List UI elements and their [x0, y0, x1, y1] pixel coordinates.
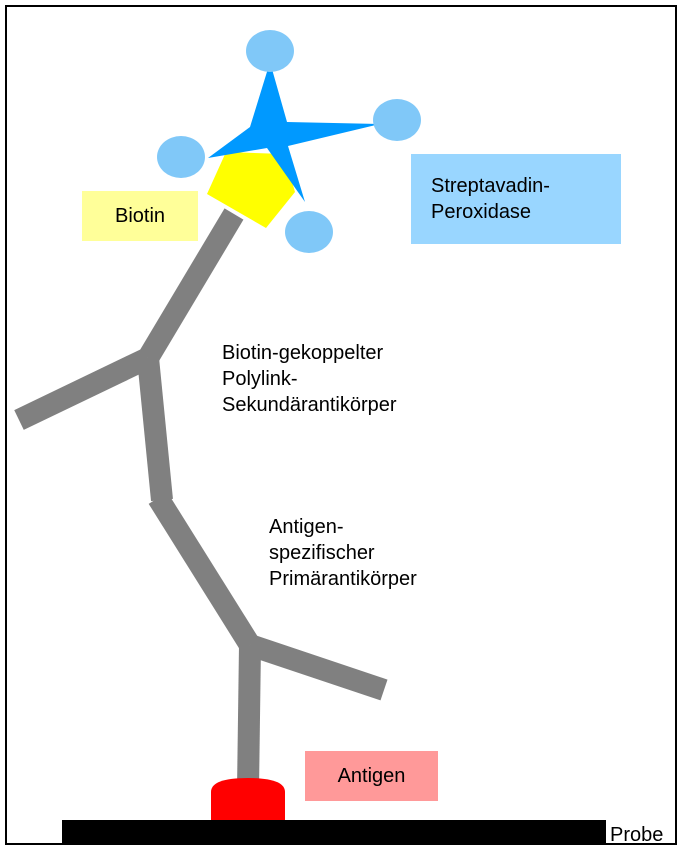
primary-label-line1: Antigen- — [269, 514, 417, 540]
antigen-label-box: Antigen — [305, 751, 438, 801]
biotin-label-box: Biotin — [82, 191, 198, 241]
primary-antibody-stem — [248, 645, 250, 790]
antigen-label: Antigen — [338, 763, 406, 789]
primary-antibody-right-arm — [250, 645, 384, 690]
secondary-label-line1: Biotin-gekoppelter — [222, 340, 397, 366]
antigen-shape — [211, 778, 285, 820]
primary-antibody-left-arm — [158, 498, 250, 645]
peroxidase-circle-top — [246, 30, 294, 72]
streptavidin-label-line2: Peroxidase — [431, 199, 531, 225]
secondary-antibody-stem — [148, 358, 162, 500]
primary-label-line3: Primärantikörper — [269, 566, 417, 592]
streptavidin-label-line1: Streptavadin- — [431, 173, 550, 199]
secondary-antibody-label: Biotin-gekoppelter Polylink- Sekundärant… — [222, 340, 397, 418]
primary-antibody-label: Antigen- spezifischer Primärantikörper — [269, 514, 417, 592]
sample-bar — [62, 820, 606, 844]
biotin-label: Biotin — [115, 203, 165, 229]
peroxidase-circle-right — [373, 99, 421, 141]
secondary-label-line2: Polylink- — [222, 366, 397, 392]
primary-label-line2: spezifischer — [269, 540, 417, 566]
secondary-label-line3: Sekundärantikörper — [222, 392, 397, 418]
peroxidase-circle-bottom — [285, 211, 333, 253]
peroxidase-circle-left — [157, 136, 205, 178]
streptavidin-label-box: Streptavadin- Peroxidase — [411, 154, 621, 244]
sample-label: Probe — [610, 822, 663, 848]
secondary-antibody-left-arm — [19, 358, 148, 420]
